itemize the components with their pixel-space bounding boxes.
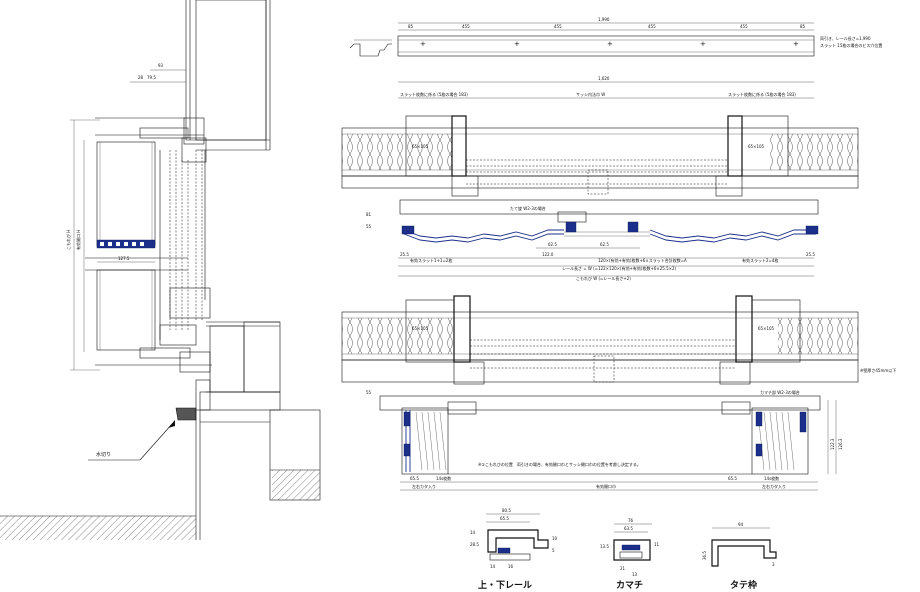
plan-top-wall-label-right: 65×105 — [748, 144, 765, 149]
rail-profile-small — [349, 43, 392, 57]
svg-text:+: + — [420, 40, 426, 48]
plan-bottom-dim-0: 65.5 — [410, 476, 419, 481]
rail-note-1: 両引き、レール長さ=1,990 — [820, 35, 871, 41]
detail-rail-dim-0: 80.5 — [502, 508, 511, 513]
detail-rail-dim-5: 16 — [508, 564, 514, 569]
plan-bottom-dim-4: 左右カタ入り — [412, 483, 436, 489]
vertical-section: 93 28 79.5 127.5 こもれび — [0, 0, 321, 540]
detail-rail-dim-3: 28.5 — [470, 542, 479, 547]
plan-top-dim-2: 122.0 — [542, 252, 554, 257]
label-kamachi: カマチ — [616, 580, 643, 591]
rail-total-dim: 1,990 — [598, 17, 610, 22]
plan-note: ※①こもれびの位置 両引きの場合、有効開口巾とサッシ開口巾の位置を考慮し決定する… — [478, 461, 641, 467]
rail-seg-5: 85 — [800, 24, 806, 29]
rail-seg-1: 455 — [462, 24, 470, 29]
plan-top-bottom-left: 有効スラット1+1=2枚 — [410, 257, 452, 263]
plan-bottom-dim-3: 有効開口巾 — [596, 483, 616, 489]
plan-bottom-dim-6: 14s枚数 — [764, 475, 779, 481]
komorebi-formula: こもれび W (=レール長さ+2) — [576, 275, 631, 281]
mizukiri-part — [175, 407, 197, 421]
plan-top-bottom-right: 有効スラット2=4枚 — [742, 257, 778, 263]
rail-seg-0: 85 — [408, 24, 414, 29]
detail-rail-dim-4: 14 — [490, 564, 496, 569]
rail-seg-2: 455 — [554, 24, 562, 29]
plan-top-center-label: サッシ内法巾 W — [576, 91, 605, 97]
detail-kamachi: 76 63.5 13.5 11 21 13 カマチ — [600, 518, 660, 591]
plan-top-left-label: スラット枚数に係る (5枚の場合 183) — [400, 91, 468, 97]
plan-bottom-dim-5: 65.5 — [728, 476, 737, 481]
plan-bottom-wall-label-right: 65×105 — [758, 326, 775, 331]
rail-length-formula: レール長さ = W (=122×120×(有効+有効)枚数+6×25.5×2) — [562, 265, 677, 271]
detail-kamachi-dim-5: 13 — [632, 572, 638, 577]
label-upper-lower-rail: 上・下レール — [478, 579, 532, 591]
plan-top-dim-1: 62.5 — [600, 242, 609, 247]
plan-bottom-dim-9: 126.3 — [838, 438, 843, 450]
detail-tate-waku: 94 36.5 3 タテ枠 — [702, 522, 777, 591]
detail-kamachi-dim-1: 63.5 — [624, 526, 633, 531]
plan-top-wall-label-left: 65×105 — [412, 144, 429, 149]
plan-top-overall: 1,620 — [598, 76, 610, 81]
svg-text:+: + — [514, 40, 520, 48]
dim-93: 93 — [158, 63, 164, 68]
svg-text:+: + — [793, 40, 799, 48]
label-mizukiri: 水切り — [96, 451, 111, 458]
detail-kamachi-dim-0: 76 — [628, 518, 634, 523]
rail-note-2: スラット 15枚の場合のビス穴位置 — [820, 42, 882, 48]
plan-bottom-mullion-label: カマチ部 W2-3の場合 — [760, 389, 800, 395]
plan-top-dim-0: 62.5 — [548, 242, 557, 247]
dim-79-5: 79.5 — [147, 75, 156, 80]
detail-kamachi-dim-3: 11 — [654, 542, 660, 547]
wall-note: ※壁厚さ45mm以下 — [860, 367, 896, 373]
detail-rail-dim-7: 5 — [552, 548, 555, 553]
dim-127-5: 127.5 — [118, 256, 130, 261]
rail-screw-holes: + + + + + — [420, 40, 799, 48]
plan-top: 1,620 スラット枚数に係る (5枚の場合 183) サッシ内法巾 W スラッ… — [341, 76, 859, 281]
detail-rail-dim-1: 65.5 — [500, 516, 509, 521]
rail-seg-4: 455 — [740, 24, 748, 29]
detail-tate-dim-2: 3 — [772, 562, 775, 567]
detail-kamachi-dim-4: 21 — [620, 566, 626, 571]
plan-top-slats — [403, 229, 816, 243]
panel-lower — [96, 269, 156, 351]
plan-bottom-dim-2: 14s枚数 — [436, 475, 451, 481]
dim-effective-h: 有効開口 H — [75, 230, 81, 250]
rail-elevation: 1,990 85 455 455 455 455 85 + + + + + 両引… — [349, 17, 882, 57]
svg-text:+: + — [700, 40, 706, 48]
plan-top-dim-7: 81 — [366, 212, 372, 217]
plan-bottom-dim-8: 122.3 — [830, 438, 835, 450]
plan-bottom-wall-label-left: 65×105 — [412, 326, 429, 331]
rail-seg-3: 455 — [648, 24, 656, 29]
detail-tate-dim-0: 94 — [738, 522, 744, 527]
wall-insulation-top — [195, 0, 267, 141]
plan-bottom-dim-7: 左右カタ入り — [762, 483, 786, 489]
label-tate-waku: タテ枠 — [730, 579, 757, 591]
dim-komorebi-h: こもれび H — [65, 230, 71, 250]
rail-body — [397, 35, 815, 57]
plan-top-mullion-label: たて旋 W2-3の場合 — [510, 205, 546, 211]
slat-section — [96, 239, 156, 249]
detail-rail-dim-6: 10 — [552, 536, 558, 541]
floor-sill-hatch — [243, 321, 281, 393]
folded-slats-left — [401, 407, 449, 475]
svg-text:+: + — [607, 40, 613, 48]
detail-rail: 80.5 65.5 14 28.5 14 16 10 5 上・下レール — [470, 508, 558, 591]
detail-rail-dim-2: 14 — [470, 530, 476, 535]
panel-upper — [96, 141, 156, 247]
plan-bottom: 65×105 65×105 ※壁厚さ45mm以下 カマチ部 W2-3の場合 — [341, 295, 896, 491]
dim-28: 28 — [138, 75, 144, 80]
detail-kamachi-dim-2: 13.5 — [600, 544, 609, 549]
plan-top-right-label: スラット枚数に係る (5枚の場合 183) — [728, 91, 796, 97]
plan-top-dim-8: 55 — [366, 224, 372, 229]
plan-top-dim-3: 25.5 — [400, 252, 409, 257]
plan-top-bottom-mid: 120×(有効+有効)枚数+6×スラット合計枚数=A — [598, 257, 687, 263]
detail-tate-dim-1: 36.5 — [702, 551, 707, 560]
plan-bottom-dim-1: 55 — [366, 390, 372, 395]
plan-top-dim-5: 25.5 — [806, 252, 815, 257]
folded-slats-right — [751, 407, 809, 475]
